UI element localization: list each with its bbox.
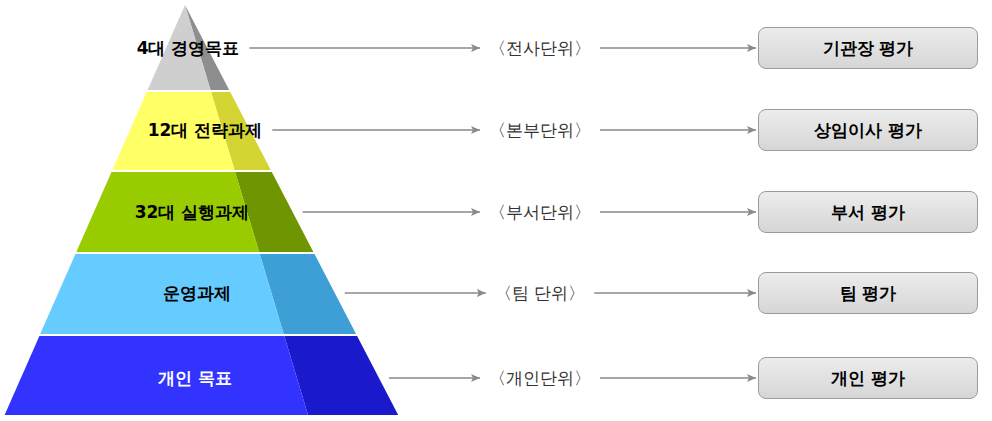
connector-segment xyxy=(272,129,480,130)
evaluation-box: 개인 평가 xyxy=(758,357,978,399)
box-label: 상임이사 평가 xyxy=(814,120,922,140)
box-label: 기관장 평가 xyxy=(823,38,914,58)
evaluation-box: 기관장 평가 xyxy=(758,27,978,69)
unit-label: 〈부서단위〉 xyxy=(487,202,593,222)
band-label: 32대 실행과제 xyxy=(135,202,250,222)
unit-label: 〈전사단위〉 xyxy=(487,38,593,58)
connector-segment xyxy=(345,292,486,293)
band-label: 운영과제 xyxy=(163,283,231,303)
connector-segment xyxy=(600,129,756,130)
connector-segment xyxy=(600,377,756,378)
connector-segment xyxy=(303,211,480,212)
evaluation-box: 상임이사 평가 xyxy=(758,109,978,151)
pyramid-band: 개인 목표 xyxy=(0,336,420,415)
band-label: 개인 목표 xyxy=(158,368,232,388)
connector-segment xyxy=(600,47,756,48)
unit-label: 〈본부단위〉 xyxy=(487,120,593,140)
pyramid-band: 운영과제 xyxy=(0,254,420,334)
band-front-face xyxy=(5,336,308,415)
pyramid-band: 4대 경영목표 xyxy=(0,5,420,90)
box-label: 팀 평가 xyxy=(840,283,897,303)
unit-label: 〈팀 단위〉 xyxy=(493,283,587,303)
connector-segment xyxy=(600,211,756,212)
evaluation-box: 팀 평가 xyxy=(758,272,978,314)
band-label: 12대 전략과제 xyxy=(148,120,263,140)
band-front-face xyxy=(40,254,284,334)
connector-segment xyxy=(594,292,756,293)
evaluation-box: 부서 평가 xyxy=(758,191,978,233)
pyramid-band: 12대 전략과제 xyxy=(0,92,420,170)
pyramid-band: 32대 실행과제 xyxy=(0,172,420,252)
connector-segment xyxy=(389,377,480,378)
box-label: 부서 평가 xyxy=(831,202,905,222)
connector-segment xyxy=(249,47,480,48)
band-front-face xyxy=(76,172,259,252)
unit-label: 〈개인단위〉 xyxy=(487,368,593,388)
box-label: 개인 평가 xyxy=(831,368,905,388)
band-label: 4대 경영목표 xyxy=(137,38,240,58)
